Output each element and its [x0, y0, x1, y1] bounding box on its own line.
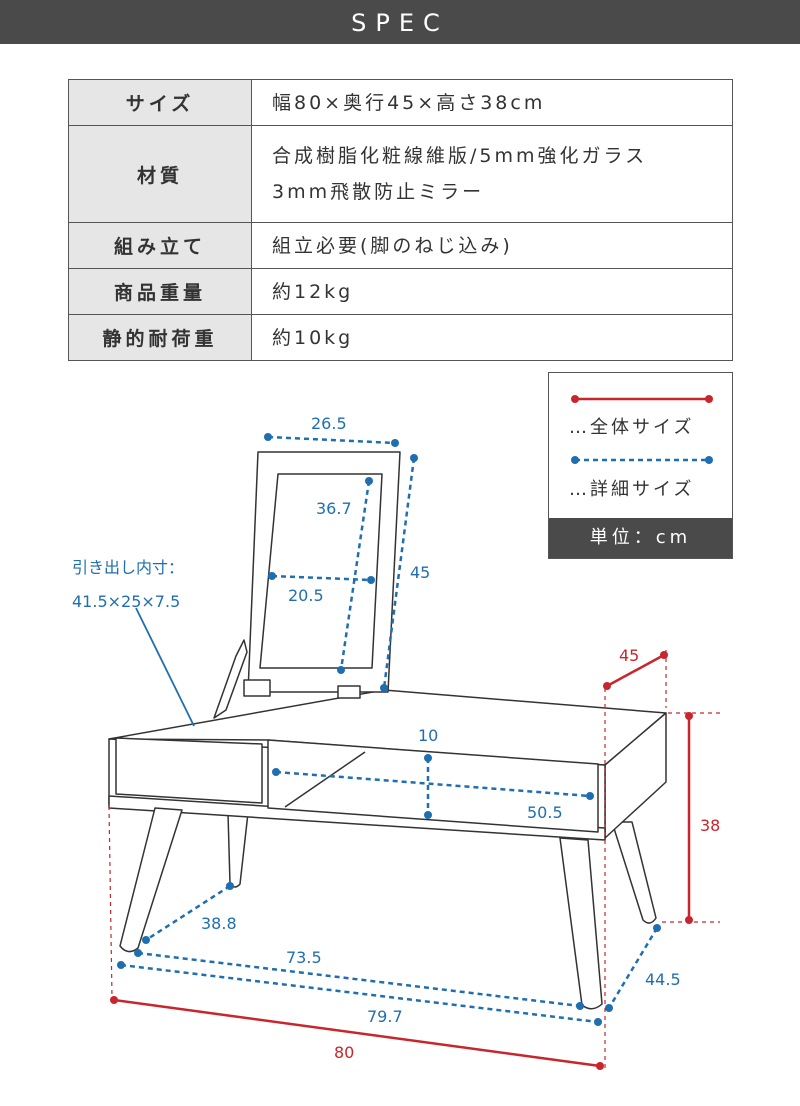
label-shelf-width: 50.5: [527, 803, 563, 822]
shelf-back-line: [284, 751, 366, 808]
dim-point: [117, 961, 125, 969]
dim-point: [226, 882, 234, 890]
spec-key-assembly: 組み立て: [68, 222, 252, 269]
dim-line-mirror-width: [267, 435, 396, 445]
dim-point: [594, 1018, 602, 1026]
label-mirror-inner-width: 20.5: [288, 586, 324, 605]
legend-overall-dot-end: [705, 395, 713, 403]
lid-hinge: [243, 679, 271, 697]
dim-point: [134, 949, 142, 957]
dim-point: [365, 477, 373, 485]
dim-point: [367, 576, 375, 584]
dim-line-leg-span-inner: [137, 951, 581, 1008]
dim-point: [660, 651, 668, 659]
dim-line-shelf-width: [275, 770, 591, 798]
drawer-callout-line: [135, 607, 195, 727]
spec-key-size: サイズ: [68, 79, 252, 126]
drawer-label-line1: 引き出し内寸：: [72, 558, 184, 577]
spec-value-assembly: 組立必要(脚のねじ込み): [251, 222, 733, 269]
spec-value-material: 合成樹脂化粧線維版/5mm強化ガラス 3mm飛散防止ミラー: [251, 125, 733, 223]
dim-point: [653, 924, 661, 932]
spec-table: サイズ 幅80×奥行45×高さ38cm 材質 合成樹脂化粧線維版/5mm強化ガラ…: [68, 79, 733, 361]
dim-line-lid-height: [382, 457, 416, 689]
label-mirror-inner-height: 36.7: [316, 499, 352, 518]
legend-detail-dot-end: [705, 456, 713, 464]
dim-line-leg-span-outer: [120, 963, 599, 1024]
leg-front-left: [119, 807, 183, 953]
dim-line-leg-depth-right: [607, 927, 659, 1009]
label-shelf-height: 10: [418, 726, 438, 745]
table-row: 静的耐荷重 約10kg: [68, 314, 733, 361]
table-row: 組み立て 組立必要(脚のねじ込み): [68, 222, 733, 269]
leg-back-right: [611, 821, 657, 924]
unit-label: 単位：cm: [549, 518, 732, 558]
dim-point: [424, 754, 432, 762]
drawer-label-line2: 41.5×25×7.5: [72, 592, 180, 611]
guide-line: [108, 805, 113, 999]
legend-box: …全体サイズ …詳細サイズ 単位：cm: [548, 372, 733, 559]
legend-detail-dot-start: [571, 456, 579, 464]
table-row: サイズ 幅80×奥行45×高さ38cm: [68, 79, 733, 126]
dim-point: [410, 454, 418, 462]
dim-point: [685, 916, 693, 924]
drawer-opening: [115, 737, 263, 804]
dim-point: [586, 792, 594, 800]
spec-key-load: 静的耐荷重: [68, 314, 252, 361]
dim-point: [596, 1062, 604, 1070]
dim-point: [268, 572, 276, 580]
label-overall-depth: 45: [619, 646, 639, 665]
label-mirror-width: 26.5: [311, 414, 347, 433]
mirror-glass: [259, 473, 383, 669]
spec-value-line: 幅80×奥行45×高さ38cm: [272, 91, 546, 114]
spec-key-weight: 商品重量: [68, 268, 252, 315]
label-leg-span-inner: 73.5: [286, 948, 322, 967]
shelf-opening: [267, 739, 599, 833]
table-row: 材質 合成樹脂化粧線維版/5mm強化ガラス 3mm飛散防止ミラー: [68, 125, 733, 223]
dim-point: [605, 1004, 613, 1012]
lid-edge: [337, 685, 361, 699]
dim-point: [110, 996, 118, 1004]
dim-point: [264, 433, 272, 441]
dim-point: [142, 936, 150, 944]
dim-line-mirror-height: [339, 480, 371, 671]
dim-point: [685, 712, 693, 720]
dim-point: [424, 811, 432, 819]
dim-point: [576, 1002, 584, 1010]
dim-line-overall-width: [113, 998, 601, 1068]
legend-detail-label: …詳細サイズ: [569, 479, 695, 500]
leg-back-left: [227, 812, 249, 888]
label-overall-width: 80: [334, 1043, 354, 1062]
spec-value-line: 約10kg: [272, 326, 354, 349]
spec-key-material: 材質: [68, 125, 252, 223]
label-overall-height: 38: [700, 816, 720, 835]
spec-value-load: 約10kg: [251, 314, 733, 361]
label-leg-span-outer: 79.7: [367, 1007, 403, 1026]
header-bar: [0, 0, 800, 44]
leg-front-right: [559, 837, 603, 1010]
dim-line-mirror-inner-width: [271, 574, 372, 582]
label-leg-depth-right: 44.5: [645, 970, 681, 989]
dim-point: [603, 682, 611, 690]
spec-value-line: 3mm飛散防止ミラー: [272, 181, 485, 203]
label-leg-depth: 38.8: [201, 914, 237, 933]
page-title: SPEC: [351, 9, 449, 37]
dim-point: [272, 768, 280, 776]
dim-point: [380, 684, 388, 692]
legend-lines: [571, 395, 713, 464]
dim-line-overall-depth: [606, 653, 665, 688]
dim-line-leg-depth: [145, 884, 231, 942]
label-lid-height: 45: [410, 563, 430, 582]
legend-overall-dot-start: [571, 395, 579, 403]
dim-point: [337, 666, 345, 674]
lid-stay: [213, 639, 248, 719]
spec-value-line: 組立必要(脚のねじ込み): [272, 234, 513, 257]
dim-point: [391, 439, 399, 447]
legend-overall-label: …全体サイズ: [569, 417, 695, 438]
spec-value-size: 幅80×奥行45×高さ38cm: [251, 79, 733, 126]
spec-value-line: 合成樹脂化粧線維版/5mm強化ガラス: [272, 145, 648, 167]
spec-value-line: 約12kg: [272, 280, 354, 303]
